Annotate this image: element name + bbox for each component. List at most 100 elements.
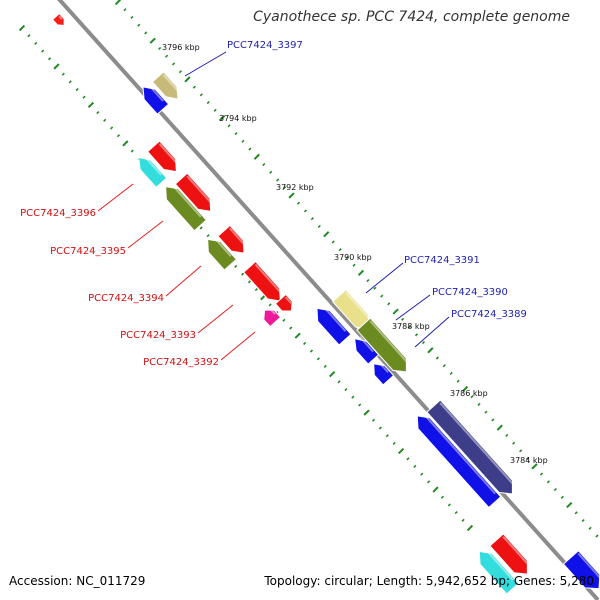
outer-track-minor-tick (317, 224, 321, 229)
gene-arrow-shape (263, 309, 282, 328)
outer-track-minor-tick (171, 62, 176, 66)
outer-track-major-tick (566, 501, 573, 509)
gene-arrow-red4[interactable] (242, 260, 287, 307)
gene-arrow-shape (242, 260, 281, 302)
gene-arrow-shape (165, 186, 208, 232)
outer-track-minor-tick (449, 371, 453, 376)
gene-label-pcc7424-3395[interactable]: PCC7424_3395 (50, 246, 126, 257)
gene-arrow-olive1[interactable] (160, 181, 208, 232)
gene-arrow-olive4[interactable] (356, 317, 413, 378)
gene-arrow-3397[interactable] (151, 71, 183, 104)
outer-track-minor-tick (477, 402, 481, 407)
inner-track-minor-tick (309, 349, 314, 353)
gene-arrow-red2[interactable] (174, 172, 216, 216)
gene-arrow-red1[interactable] (146, 140, 183, 177)
outer-track-minor-tick (588, 526, 592, 530)
gene-arrow-highlight (142, 154, 162, 176)
outer-track-minor-tick (206, 101, 210, 105)
outer-track-minor-tick (199, 93, 203, 97)
outer-track-major-tick (253, 153, 260, 160)
outer-track-minor-tick (595, 534, 599, 538)
scale-label: 3794 kbp (219, 114, 257, 123)
gene-label-pcc7424-3389[interactable]: PCC7424_3389 (451, 309, 527, 320)
gene-arrow-cyan1[interactable] (133, 153, 168, 189)
gene-arrow-top-red[interactable] (51, 12, 68, 29)
outer-tick-track (114, 0, 599, 538)
outer-track-minor-tick (213, 108, 217, 112)
inner-track-major-tick (397, 447, 405, 455)
gene-arrow-blue4[interactable] (411, 410, 502, 509)
inner-track-minor-tick (406, 457, 410, 461)
gene-arrow-highlight (502, 536, 530, 566)
outer-track-minor-tick (574, 511, 578, 515)
inner-track-minor-tick (351, 395, 355, 399)
gene-arrow-3397b[interactable] (137, 82, 170, 115)
gene-arrow-highlight (254, 263, 282, 294)
gene-arrow-highlight (162, 73, 179, 92)
outer-track-minor-tick (519, 449, 523, 453)
gene-arrow-red6[interactable] (489, 533, 534, 580)
reverse-label-leader (165, 265, 202, 297)
inner-track-minor-tick (247, 280, 252, 284)
inner-track-major-tick (87, 101, 95, 109)
outer-track-minor-tick (303, 209, 308, 213)
inner-track-minor-tick (254, 287, 258, 292)
gene-arrow-blue5[interactable] (562, 549, 600, 596)
inner-track-major-tick (329, 371, 336, 378)
gene-arrow-blue1[interactable] (311, 303, 352, 346)
inner-track-minor-tick (34, 41, 38, 45)
gene-arrow-shape (478, 550, 520, 595)
gene-arrow-highlight (186, 175, 212, 204)
gene-label-pcc7424-3394[interactable]: PCC7424_3394 (88, 293, 164, 304)
outer-track-minor-tick (296, 201, 301, 205)
inner-track-major-tick (432, 486, 439, 493)
gene-arrow-highlight (284, 296, 292, 304)
gene-label-pcc7424-3390[interactable]: PCC7424_3390 (432, 287, 508, 298)
inner-track-minor-tick (116, 134, 121, 138)
inner-track-minor-tick (282, 318, 286, 322)
outer-track-minor-tick (435, 356, 439, 360)
gene-arrow-red3[interactable] (217, 224, 250, 258)
gene-arrow-navy[interactable] (426, 399, 519, 500)
inner-track-minor-tick (110, 126, 114, 130)
outer-track-minor-tick (414, 333, 419, 337)
inner-track-minor-tick (378, 426, 382, 430)
inner-track-minor-tick (427, 480, 431, 484)
outer-track-major-tick (357, 269, 365, 276)
genome-title: Cyanothece sp. PCC 7424, complete genome (253, 9, 570, 25)
gene-arrow-shape (174, 172, 212, 212)
outer-track-minor-tick (234, 131, 238, 136)
gene-arrow-red5[interactable] (274, 293, 296, 315)
gene-arrow-magenta[interactable] (259, 305, 282, 328)
outer-track-minor-tick (526, 457, 530, 461)
outer-track-major-tick (392, 308, 399, 315)
outer-track-major-tick (149, 37, 156, 44)
scale-label: 3790 kbp (334, 253, 372, 262)
gene-arrow-shape (274, 293, 293, 312)
gene-label-pcc7424-3396[interactable]: PCC7424_3396 (20, 208, 96, 219)
inner-track-minor-tick (82, 95, 86, 99)
gene-arrow-olive2[interactable] (202, 234, 238, 271)
gene-label-pcc7424-3392[interactable]: PCC7424_3392 (143, 357, 219, 368)
gene-arrow-shape (562, 549, 600, 590)
outer-track-minor-tick (456, 379, 460, 383)
gene-arrow-highlight (345, 291, 371, 320)
outer-track-minor-tick (505, 433, 509, 437)
gene-arrow-highlight (369, 320, 409, 364)
gene-label-pcc7424-3397[interactable]: PCC7424_3397 (227, 40, 303, 51)
gene-arrow-shape (426, 399, 513, 495)
gene-arrow-blue2[interactable] (349, 334, 380, 365)
gene-arrow-highlight (158, 143, 178, 164)
gene-arrow-blue3[interactable] (368, 359, 395, 386)
gene-arrow-highlight (422, 412, 496, 495)
gene-label-pcc7424-3391[interactable]: PCC7424_3391 (404, 255, 480, 266)
outer-track-minor-tick (345, 255, 349, 259)
inner-track-minor-tick (385, 434, 389, 438)
outer-track-minor-tick (137, 23, 141, 27)
inner-track-major-tick (294, 332, 301, 339)
gene-arrow-cyan2[interactable] (473, 546, 520, 595)
gene-label-pcc7424-3393[interactable]: PCC7424_3393 (120, 330, 196, 341)
gene-arrow-highlight (377, 361, 389, 374)
